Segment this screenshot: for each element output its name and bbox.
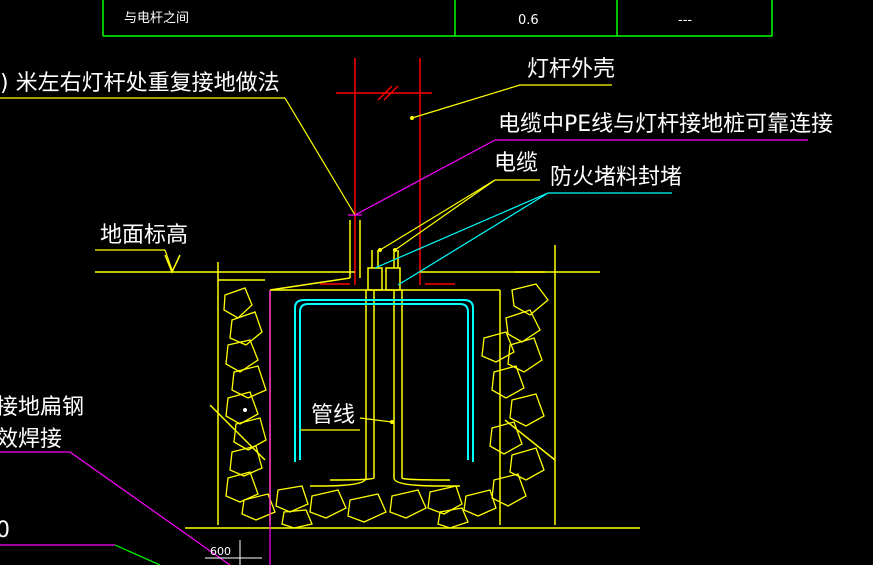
label-flat-steel-1: 接地扁钢 (0, 395, 84, 420)
table-cell-label: 与电杆之间 (124, 11, 189, 26)
leader-lines-cyan (374, 192, 672, 286)
label-firestop: 防火堵料封堵 (550, 165, 682, 190)
rebar-cage (294, 299, 474, 462)
dimension-line (205, 540, 262, 565)
label-detail-title: ) 米左右灯杆处重复接地做法 (0, 71, 280, 96)
label-pe-connection: 电缆中PE线与灯杆接地桩可靠连接 (498, 112, 833, 137)
leader-lines-magenta (0, 139, 808, 565)
label-cable: 电缆 (494, 151, 538, 176)
leader-lines-yellow (0, 84, 612, 431)
leader-dots (243, 116, 414, 424)
foundation-structure (95, 220, 640, 529)
rubble-left (223, 287, 276, 521)
table-cell-extra: --- (678, 13, 692, 28)
label-left-number: 0 (0, 518, 10, 543)
table-cell-value: 0.6 (518, 13, 539, 28)
label-ground-level: 地面标高 (100, 223, 188, 248)
lamp-pole (320, 58, 455, 285)
leader-lines-green (114, 544, 161, 565)
label-conduit: 管线 (311, 403, 355, 428)
rubble-right (481, 283, 549, 507)
rubble-bottom (275, 485, 497, 529)
label-flat-steel-2: 效焊接 (0, 427, 62, 452)
spec-table (102, 0, 773, 37)
label-dimension-600: 600 (210, 545, 231, 558)
label-pole-shell: 灯杆外壳 (527, 57, 615, 82)
